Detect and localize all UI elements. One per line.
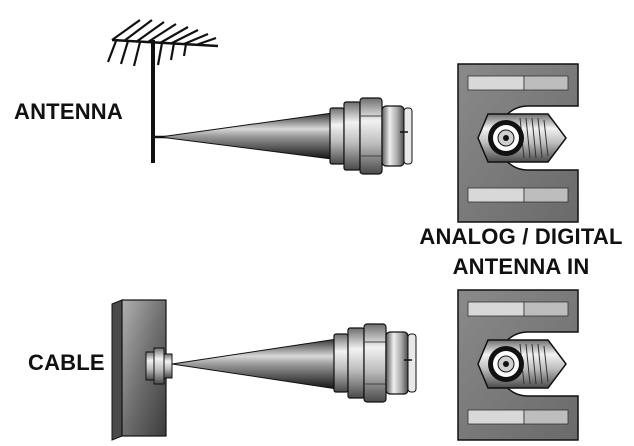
coax-f-connector-icon bbox=[333, 323, 417, 403]
antenna-label: ANTENNA bbox=[14, 99, 123, 124]
antenna-icon bbox=[106, 19, 219, 163]
input-label-line2: ANTENNA IN bbox=[452, 254, 590, 279]
antenna-coax-cable bbox=[159, 111, 341, 161]
input-label-line1: ANALOG / DIGITAL bbox=[419, 224, 623, 249]
cable-label: CABLE bbox=[28, 350, 105, 375]
coax-input-jack-icon bbox=[457, 289, 579, 441]
cable-wall-plate-icon bbox=[111, 299, 173, 441]
cable-coax-cable bbox=[171, 337, 345, 391]
coax-f-connector-icon bbox=[329, 97, 413, 175]
coax-input-jack-icon bbox=[457, 63, 579, 223]
